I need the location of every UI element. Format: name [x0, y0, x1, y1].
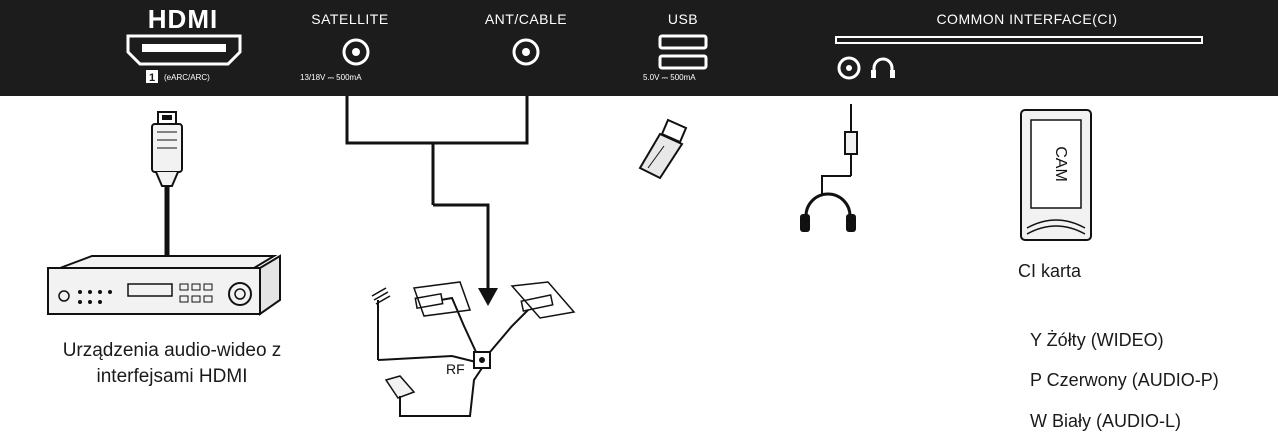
hdmi-number-badge	[146, 70, 158, 83]
antenna-wiring-icon	[371, 281, 576, 417]
satellite-spec: 13/18V ⎓ 500mA	[300, 73, 362, 82]
hdmi-cable	[151, 111, 183, 262]
ant-cable-connector-icon	[512, 38, 540, 66]
usb-port-icon-top	[658, 34, 708, 50]
satellite-connector-icon	[342, 38, 370, 66]
arrow-down-icon	[478, 288, 498, 306]
hdmi-port-number: 1	[149, 72, 155, 84]
usb-port-icon-bottom	[658, 54, 708, 70]
hdmi-port-icon	[126, 34, 242, 66]
satellite-connector-pin	[352, 48, 360, 56]
ant-cable-connector-pin	[522, 48, 530, 56]
cam-label: CAM	[1052, 146, 1069, 182]
headphone-symbol-left	[871, 70, 876, 78]
legend-item-yellow: Y Żółty (WIDEO)	[1030, 330, 1164, 350]
audio-jack-pin	[846, 65, 852, 71]
cam-card-icon	[1020, 109, 1092, 241]
satellite-label: SATELLITE	[311, 11, 388, 27]
headphone-symbol-right	[890, 70, 895, 78]
hdmi-port-note: (eARC/ARC)	[164, 73, 210, 82]
audio-jack-icon	[837, 56, 861, 80]
av-device-caption-line1: Urządzenia audio-wideo z	[62, 340, 282, 361]
av-device-caption: Urządzenia audio-wideo z interfejsami HD…	[22, 338, 322, 390]
rf-label: RF	[446, 361, 465, 377]
legend-item-white: W Biały (AUDIO-L)	[1030, 411, 1182, 431]
usb-spec: 5.0V ⎓ 500mA	[643, 73, 696, 82]
headphone-cable	[821, 104, 858, 196]
hdmi-port-inner	[142, 44, 226, 52]
ci-card-caption: CI karta	[1018, 261, 1082, 281]
hdmi-logo: HDMI	[148, 4, 218, 34]
antenna-connection-lines	[345, 96, 529, 306]
ant-cable-label: ANT/CABLE	[485, 11, 567, 27]
ci-slot-icon	[835, 36, 1203, 44]
ci-label: COMMON INTERFACE(CI)	[936, 11, 1117, 27]
usb-stick-icon	[638, 118, 688, 180]
legend-item-red: P Czerwony (AUDIO-P)	[1030, 370, 1219, 390]
headphone-symbol-icon	[872, 57, 894, 76]
av-device-icon	[47, 254, 281, 316]
usb-label: USB	[668, 11, 698, 27]
headphones-icon	[800, 192, 856, 232]
av-device-caption-line2: interfejsami HDMI	[96, 366, 248, 387]
